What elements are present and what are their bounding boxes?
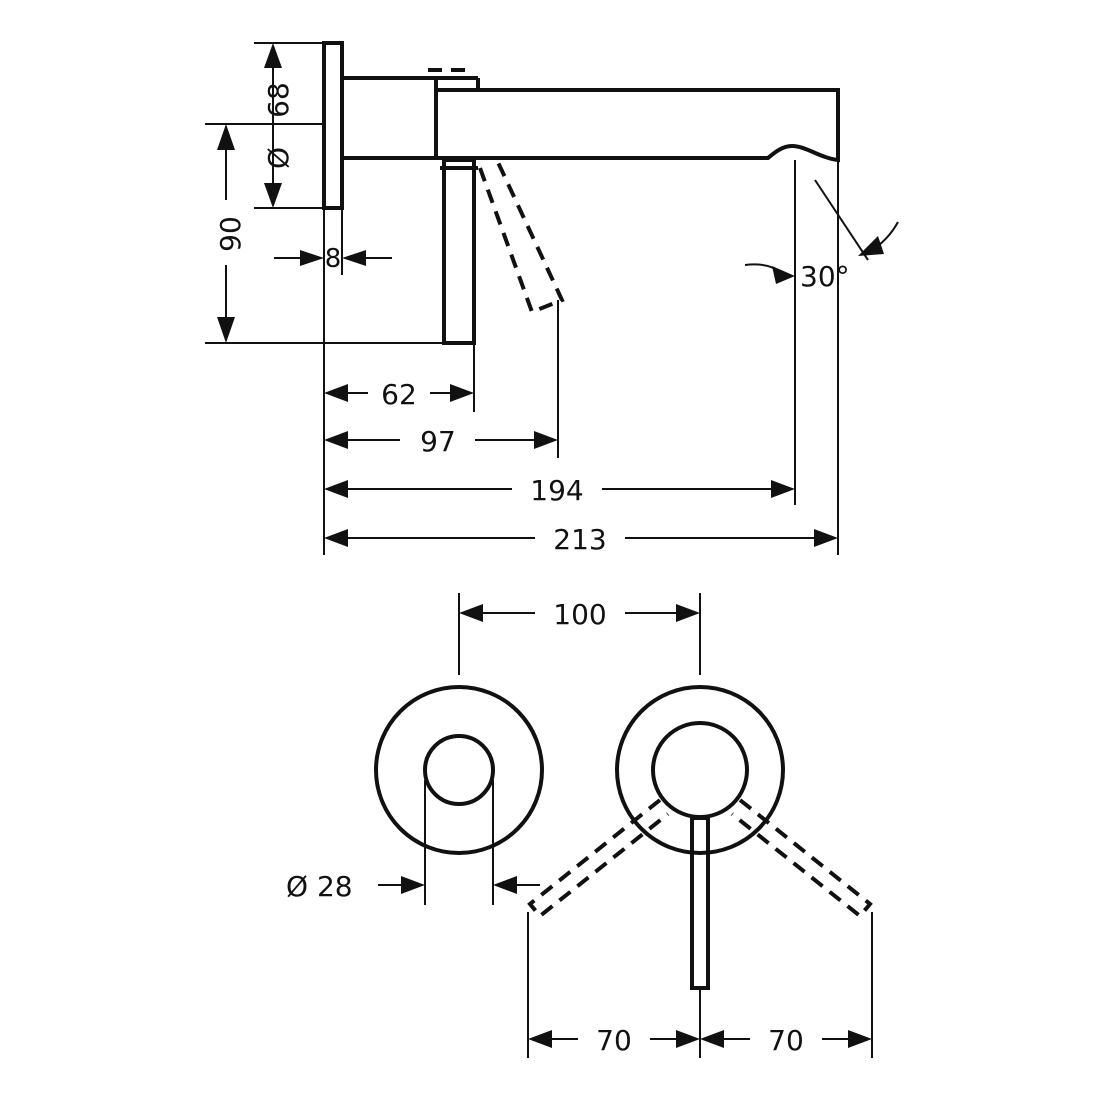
- plate-diameter-value: 68: [262, 82, 295, 118]
- dim-cap-diameter: Ø 28: [286, 780, 540, 905]
- swing-right-value: 70: [768, 1024, 804, 1057]
- front-view: [374, 685, 873, 990]
- dim-handle-offset: 62: [324, 378, 474, 411]
- handle-lever: [442, 158, 476, 345]
- plate-thickness-value: 8: [325, 244, 342, 274]
- right-cap: [651, 721, 749, 819]
- handle-swing-reach-value: 97: [420, 425, 456, 458]
- front-lever: [690, 816, 710, 990]
- right-rosette: [615, 685, 785, 855]
- lever-swing-right-dashed: [730, 798, 873, 919]
- spout: [434, 88, 840, 163]
- centre-distance-value: 100: [553, 598, 606, 631]
- dim-plate-thickness: 8: [274, 244, 392, 274]
- cap-diameter-value: Ø 28: [286, 870, 353, 903]
- left-rosette: [374, 685, 544, 855]
- wall-plate: [322, 41, 344, 210]
- handle-offset-value: 62: [381, 378, 417, 411]
- swing-left-value: 70: [596, 1024, 632, 1057]
- dim-total-length: 213: [324, 523, 838, 556]
- spout-angle-value: 30°: [800, 260, 850, 293]
- outlet-distance-value: 194: [530, 474, 583, 507]
- handle-swing-dashed: [478, 157, 565, 315]
- side-view: [322, 41, 840, 345]
- dim-lever-swing: 70 70: [527, 912, 873, 1058]
- dim-centre-distance: 100: [458, 593, 701, 675]
- diameter-symbol: Ø: [262, 147, 295, 169]
- left-cap: [423, 734, 495, 806]
- lever-swing-left-dashed: [527, 798, 670, 919]
- total-length-value: 213: [553, 523, 606, 556]
- dim-handle-swing-reach: 97: [324, 425, 558, 458]
- dim-outlet-distance: 194: [324, 474, 795, 507]
- height-value: 90: [214, 216, 247, 252]
- dim-plate-diameter: 68 Ø: [254, 42, 324, 209]
- dim-spout-angle: 30°: [744, 179, 899, 293]
